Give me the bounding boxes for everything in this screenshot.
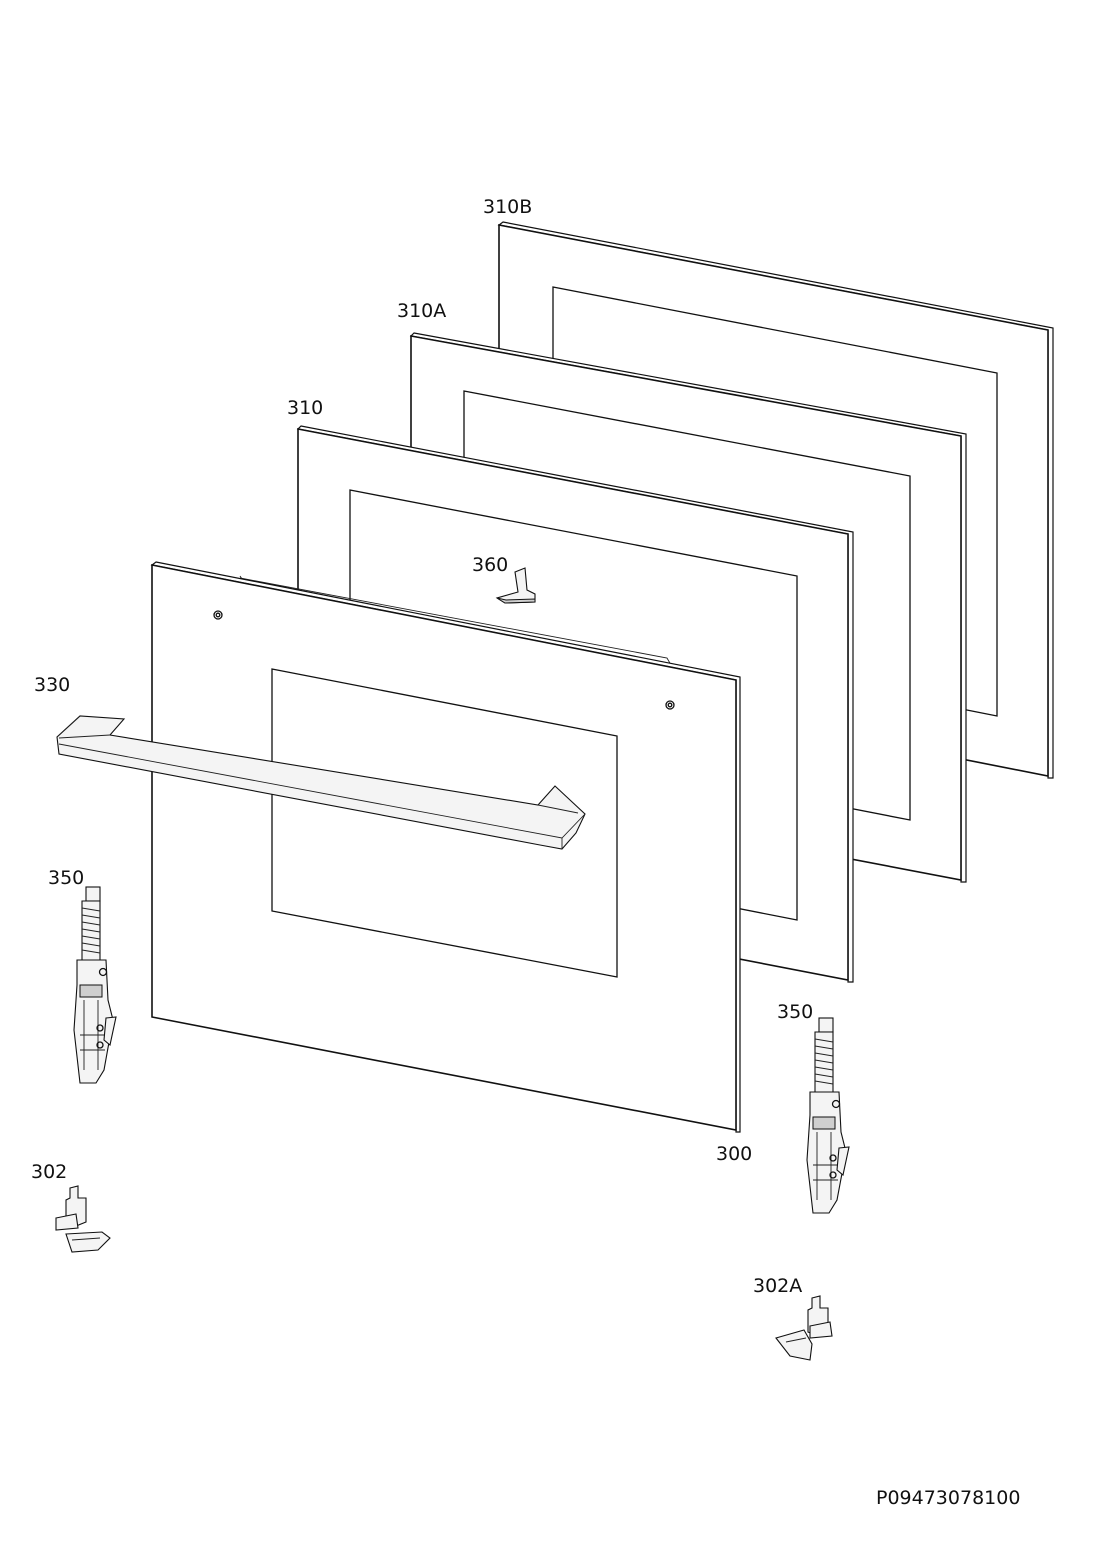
label-350-right: 350 bbox=[777, 1001, 814, 1023]
label-330: 330 bbox=[34, 674, 71, 696]
clip-360 bbox=[495, 567, 536, 604]
hinge-cover-302 bbox=[55, 1185, 111, 1253]
label-300: 300 bbox=[716, 1143, 753, 1165]
label-310a: 310A bbox=[397, 300, 447, 322]
label-302: 302 bbox=[31, 1161, 68, 1183]
label-302a: 302A bbox=[753, 1275, 803, 1297]
hinge-cover-302a bbox=[775, 1295, 833, 1361]
label-360: 360 bbox=[472, 554, 509, 576]
document-number: P09473078100 bbox=[876, 1487, 1021, 1509]
front-panel-300 bbox=[150, 561, 741, 1133]
door-handle-330 bbox=[56, 715, 586, 850]
hinge-350-left bbox=[73, 886, 117, 1084]
label-310: 310 bbox=[287, 397, 324, 419]
hinge-350-right bbox=[806, 1017, 850, 1214]
label-310b: 310B bbox=[483, 196, 533, 218]
label-350-left: 350 bbox=[48, 867, 85, 889]
